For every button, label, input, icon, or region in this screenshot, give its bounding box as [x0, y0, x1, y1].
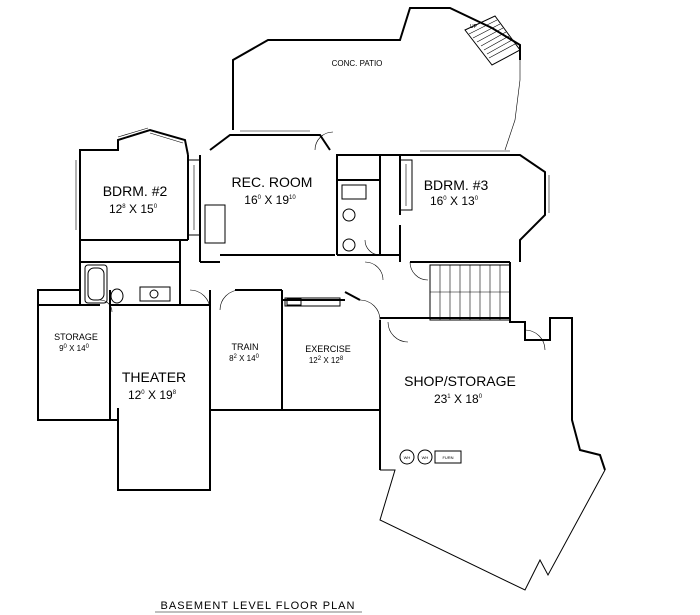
room-dims-rec: 160 X 1910	[244, 193, 296, 207]
water-heater-1	[399, 449, 415, 465]
bath-right-fixtures	[341, 184, 367, 252]
furnace	[434, 450, 462, 464]
room-dims-bdrm3: 160 X 130	[430, 194, 479, 208]
lower-patio-outline	[379, 469, 606, 591]
plan-title: BASEMENT LEVEL FLOOR PLAN	[161, 600, 356, 612]
windows	[75, 127, 550, 230]
room-name-bdrm2: BDRM. #2	[103, 183, 168, 199]
room-name-shop: SHOP/STORAGE	[404, 373, 516, 389]
bath-left-fixtures	[84, 264, 171, 304]
room-dims-theater: 120 X 198	[128, 388, 177, 402]
room-name-theater: THEATER	[122, 369, 186, 385]
stair-up-label: UP	[470, 24, 478, 30]
wh1-label: WH	[404, 455, 411, 460]
doors	[99, 131, 546, 351]
room-dims-train: 82 X 140	[229, 354, 260, 363]
room-name-patio: CONC. PATIO	[332, 59, 383, 68]
water-heater-2	[417, 449, 433, 465]
exercise-counter	[284, 297, 341, 307]
patio-stairs: UP	[464, 15, 521, 66]
furn-label: FURN	[442, 455, 453, 460]
room-dims-exercise: 122 X 128	[309, 356, 344, 365]
room-name-exercise: EXERCISE	[305, 344, 351, 354]
patio-outline	[232, 7, 521, 151]
closets	[187, 159, 413, 244]
room-name-rec: REC. ROOM	[232, 174, 313, 190]
mechanical-equipment: WH WH FURN	[399, 449, 462, 465]
interior-stairs	[429, 264, 511, 321]
exterior-walls	[37, 128, 606, 491]
room-dims-bdrm2: 128 X 150	[109, 202, 158, 216]
room-dims-storage: 90 X 140	[59, 344, 90, 353]
room-dims-shop: 231 X 180	[434, 392, 483, 406]
room-name-storage: STORAGE	[54, 332, 98, 342]
room-name-bdrm3: BDRM. #3	[424, 177, 489, 193]
room-name-train: TRAIN	[232, 342, 259, 352]
wh2-label: WH	[422, 455, 429, 460]
